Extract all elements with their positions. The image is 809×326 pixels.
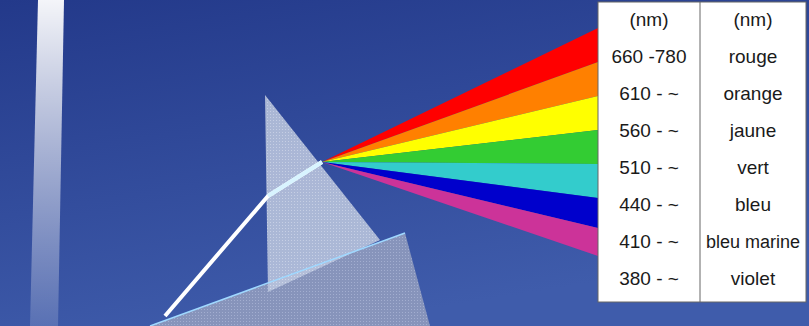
table-cell: 410 - ~ xyxy=(600,230,698,254)
table-cell: orange xyxy=(702,82,804,106)
table-cell: jaune xyxy=(702,119,804,143)
table-header: (nm) xyxy=(600,8,698,32)
table-frame xyxy=(598,2,806,302)
refracted-ray xyxy=(268,162,322,196)
table-cell: 510 - ~ xyxy=(600,156,698,180)
table-header: (nm) xyxy=(702,8,804,32)
table-divider xyxy=(700,2,701,302)
table-cell: vert xyxy=(702,156,804,180)
table-cell: 660 -780 xyxy=(600,45,698,69)
table-cell: 610 - ~ xyxy=(600,82,698,106)
table-cell: 380 - ~ xyxy=(600,267,698,291)
light-ray xyxy=(165,162,322,316)
light-beam xyxy=(30,0,64,326)
table-cell: violet xyxy=(702,267,804,291)
table-cell: bleu xyxy=(702,193,804,217)
spectrum-fan xyxy=(322,28,598,256)
table-cell: 440 - ~ xyxy=(600,193,698,217)
prism-edge xyxy=(150,233,405,326)
table-cell: 560 - ~ xyxy=(600,119,698,143)
table-cell: bleu marine xyxy=(702,230,804,254)
table-cell: rouge xyxy=(702,45,804,69)
